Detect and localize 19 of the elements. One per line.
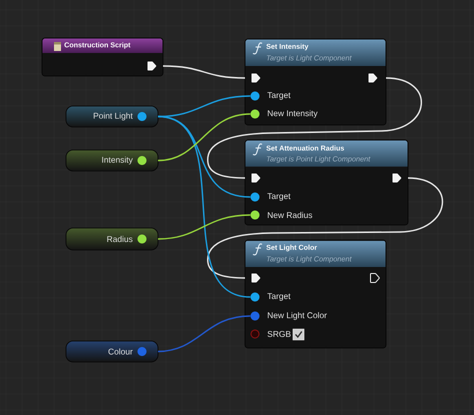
wire xyxy=(158,113,250,162)
variable-pill: Colour xyxy=(66,340,158,362)
wire xyxy=(158,116,250,298)
wire xyxy=(207,77,422,179)
pin-label: Target xyxy=(267,293,290,301)
pin-label: New Radius xyxy=(268,212,312,218)
wire xyxy=(158,315,250,352)
wire xyxy=(207,177,443,279)
wire xyxy=(162,65,246,79)
pin-label: Target xyxy=(267,92,290,100)
variable-pill: Intensity xyxy=(66,150,158,172)
pin-label: SRGB xyxy=(268,331,291,337)
variable-pill: Point Light xyxy=(66,106,158,128)
pin-label: Target xyxy=(267,193,290,201)
wire xyxy=(158,214,250,240)
variable-pill: Radius xyxy=(66,228,158,250)
pin-label: New Light Color xyxy=(268,312,327,320)
wire xyxy=(158,116,250,198)
pin-label: New Intensity xyxy=(268,110,318,118)
